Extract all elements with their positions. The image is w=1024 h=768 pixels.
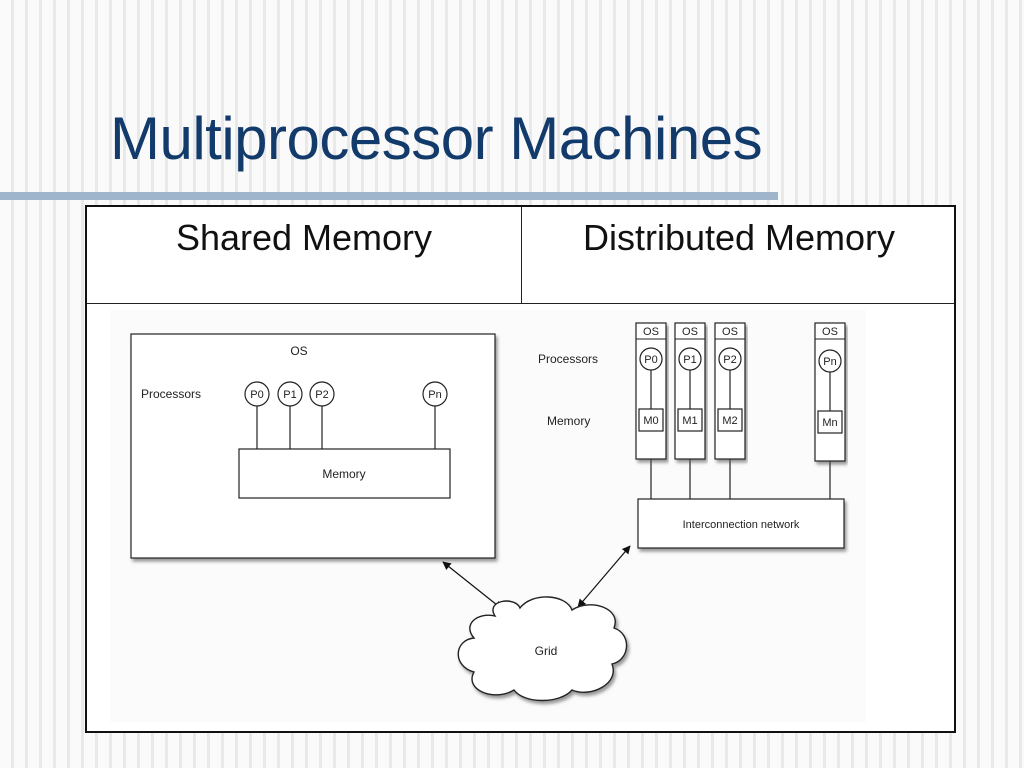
node-1-os: OS [682, 326, 698, 338]
node-1-processor: P1 [683, 354, 696, 366]
shared-memory-label: Memory [322, 467, 365, 481]
title-rule [0, 192, 778, 200]
node-2-processor: P2 [723, 354, 736, 366]
node-0-memory: M0 [643, 415, 658, 427]
node-2-memory: M2 [722, 415, 737, 427]
distributed-memory-header: Distributed Memory [582, 217, 896, 258]
processor-p0: P0 [244, 381, 270, 407]
processor-p2-label: P2 [315, 389, 328, 401]
distributed-to-grid-arrow [577, 545, 631, 608]
shared-memory-box [238, 448, 451, 499]
slide-title: Multiprocessor Machines [110, 105, 763, 172]
shared-to-grid-arrow [442, 561, 503, 610]
shared-os-label: OS [290, 344, 307, 358]
node-2: OS P2 M2 [714, 322, 746, 460]
column-divider [521, 207, 522, 304]
processor-pn-label: Pn [428, 389, 441, 401]
processor-pn: Pn [422, 381, 448, 407]
interconnection-network-label: Interconnection network [683, 519, 800, 531]
processor-p0-label: P0 [250, 389, 263, 401]
node-n-memory: Mn [822, 417, 837, 429]
node-n: OS Pn Mn [814, 322, 846, 462]
header-divider [87, 303, 954, 304]
interconnection-network-box [637, 498, 845, 549]
processor-p1: P1 [277, 381, 303, 407]
shared-os-box [130, 333, 496, 559]
shared-memory-header: Shared Memory [175, 217, 433, 258]
node-n-os: OS [822, 326, 838, 338]
grid-label: Grid [535, 644, 558, 658]
node-0-os: OS [643, 326, 659, 338]
shared-memory-diagram: OS Processors P0 P1 P2 Pn Memory [130, 333, 496, 559]
node-0: OS P0 M0 [635, 322, 667, 460]
distributed-memory-diagram: Processors Memory OS P0 M0 OS P1 M1 [538, 322, 846, 549]
grid-cloud: Grid [457, 596, 628, 702]
node-1: OS P1 M1 [674, 322, 706, 460]
processor-p2: P2 [309, 381, 335, 407]
shared-processors-label: Processors [141, 387, 201, 401]
distributed-memory-label: Memory [547, 414, 590, 428]
node-1-memory: M1 [682, 415, 697, 427]
node-0-processor: P0 [644, 354, 657, 366]
distributed-processors-label: Processors [538, 352, 598, 366]
processor-p1-label: P1 [283, 389, 296, 401]
node-n-processor: Pn [823, 356, 836, 368]
node-2-os: OS [722, 326, 738, 338]
